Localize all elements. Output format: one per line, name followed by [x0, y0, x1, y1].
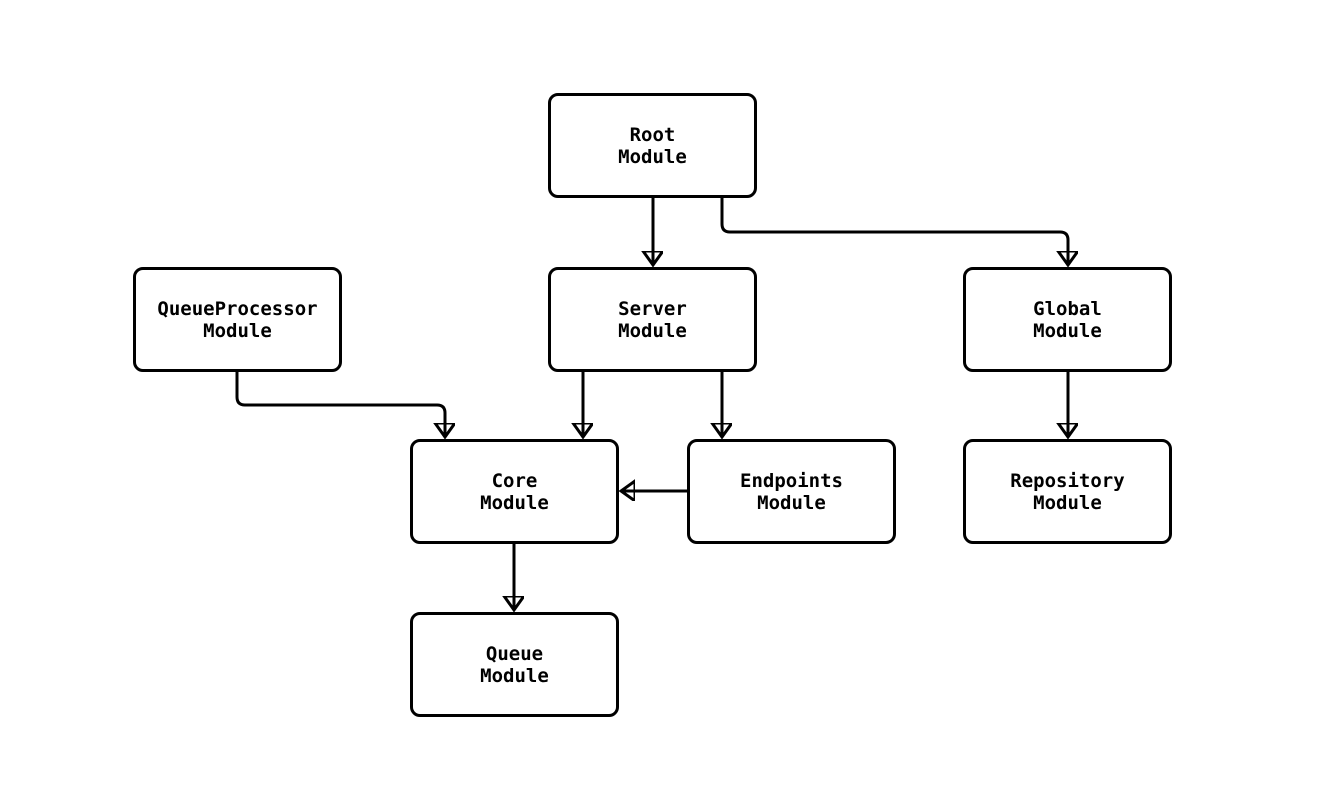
node-label-line: Core: [491, 469, 538, 492]
node-core-module: Core Module: [410, 439, 619, 544]
node-label-line: Module: [1033, 491, 1102, 514]
node-server-module: Server Module: [548, 267, 757, 372]
node-queueprocessor-module: QueueProcessor Module: [133, 267, 342, 372]
node-endpoints-module: Endpoints Module: [687, 439, 896, 544]
node-label-line: Module: [1033, 319, 1102, 342]
node-queue-module: Queue Module: [410, 612, 619, 717]
node-label-line: Root: [629, 123, 676, 146]
edge-root-to-global: [720, 196, 1068, 264]
node-label-line: QueueProcessor: [157, 297, 318, 320]
node-label-line: Repository: [1010, 469, 1125, 492]
node-label-line: Module: [757, 491, 826, 514]
node-label-line: Module: [480, 491, 549, 514]
node-label-line: Module: [618, 319, 687, 342]
node-label-line: Module: [203, 319, 272, 342]
node-label-line: Server: [618, 297, 687, 320]
node-label-line: Endpoints: [740, 469, 843, 492]
edge-queueprocessor-to-core: [235, 370, 445, 436]
node-label-line: Queue: [485, 642, 544, 665]
node-label-line: Module: [618, 145, 687, 168]
node-root-module: Root Module: [548, 93, 757, 198]
node-label-line: Module: [480, 664, 549, 687]
node-label-line: Global: [1033, 297, 1102, 320]
node-repository-module: Repository Module: [963, 439, 1172, 544]
node-global-module: Global Module: [963, 267, 1172, 372]
